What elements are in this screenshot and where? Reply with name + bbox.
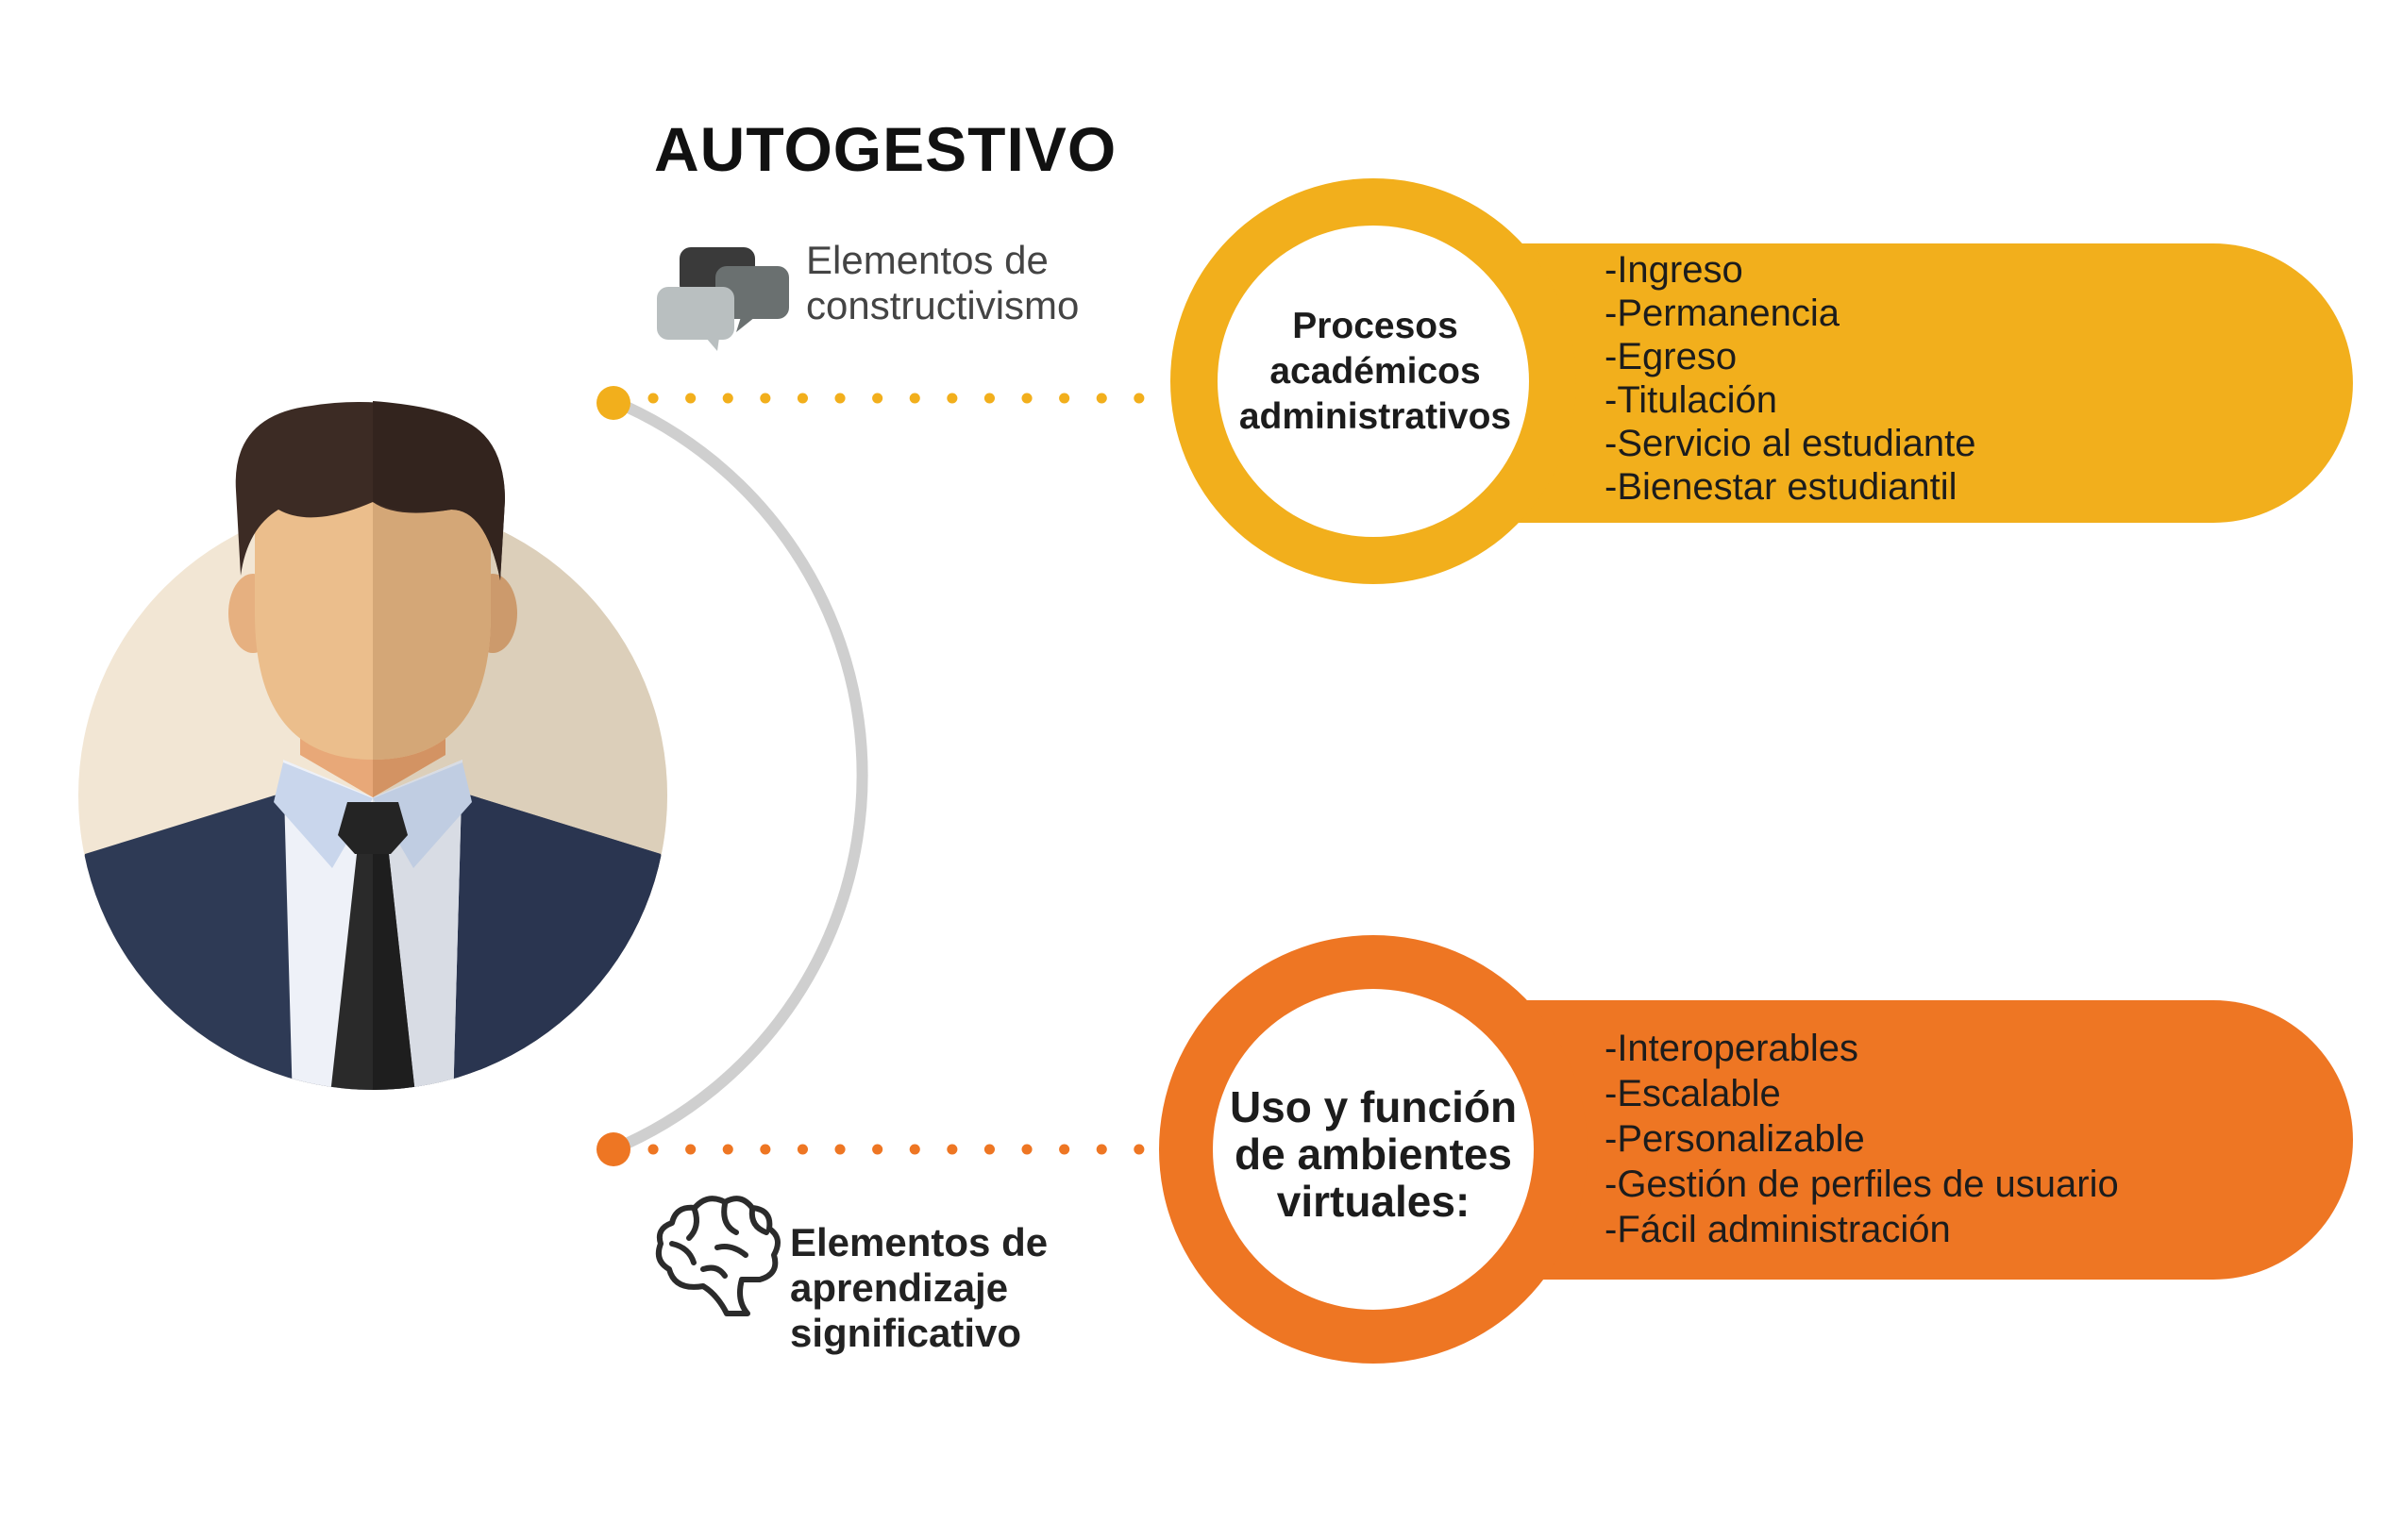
list-item: -Gestión de perfiles de usuario bbox=[1605, 1163, 2119, 1205]
list-item: -Titulación bbox=[1605, 379, 1778, 421]
top-connector-node bbox=[596, 386, 630, 420]
brain-icon bbox=[655, 1196, 781, 1316]
list-item: -Escalable bbox=[1605, 1073, 1781, 1114]
list-item: -Bienestar estudiantil bbox=[1605, 466, 1958, 508]
list-item: -Servicio al estudiante bbox=[1605, 423, 1976, 464]
list-item: -Personalizable bbox=[1605, 1118, 1865, 1160]
bottom-connector-node bbox=[596, 1132, 630, 1166]
page-title: AUTOGESTIVO bbox=[654, 114, 1117, 184]
connector-arc bbox=[608, 395, 868, 1155]
constructivism-label-line1: Elementos de bbox=[806, 238, 1049, 282]
list-item: -Fácil administración bbox=[1605, 1209, 1951, 1250]
virtual-environments-label-line1: Uso y función bbox=[1229, 1082, 1518, 1131]
meaningful-learning-label-line3: significativo bbox=[790, 1311, 1022, 1355]
processes-shape bbox=[1170, 178, 2353, 584]
processes-circle-label: Procesos académicos administrativos bbox=[1219, 304, 1531, 440]
virtual-environments-label-line2: de ambientes bbox=[1235, 1130, 1512, 1179]
chat-bubbles-icon bbox=[657, 247, 789, 351]
meaningful-learning-label: Elementos de aprendizaje significativo bbox=[790, 1220, 1048, 1356]
constructivism-label-line2: constructivismo bbox=[806, 283, 1080, 327]
processes-label-line2: académicos bbox=[1269, 351, 1481, 392]
processes-item-list: -Ingreso -Permanencia -Egreso -Titulació… bbox=[1605, 248, 1976, 509]
list-item: -Egreso bbox=[1605, 336, 1738, 377]
virtual-environments-shape bbox=[1159, 935, 2353, 1364]
virtual-environments-item-list: -Interoperables -Escalable -Personalizab… bbox=[1605, 1026, 2119, 1252]
virtual-environments-circle-label: Uso y función de ambientes virtuales: bbox=[1218, 1083, 1529, 1225]
list-item: -Interoperables bbox=[1605, 1028, 1859, 1069]
list-item: -Permanencia bbox=[1605, 293, 1840, 334]
meaningful-learning-label-line1: Elementos de bbox=[790, 1220, 1049, 1264]
processes-label-line1: Procesos bbox=[1292, 306, 1458, 346]
businessman-avatar-icon bbox=[78, 401, 667, 1090]
meaningful-learning-label-line2: aprendizaje bbox=[790, 1265, 1009, 1310]
constructivism-label: Elementos de constructivismo bbox=[806, 238, 1079, 328]
processes-label-line3: administrativos bbox=[1238, 396, 1512, 437]
list-item: -Ingreso bbox=[1605, 249, 1743, 291]
virtual-environments-label-line3: virtuales: bbox=[1276, 1177, 1470, 1226]
